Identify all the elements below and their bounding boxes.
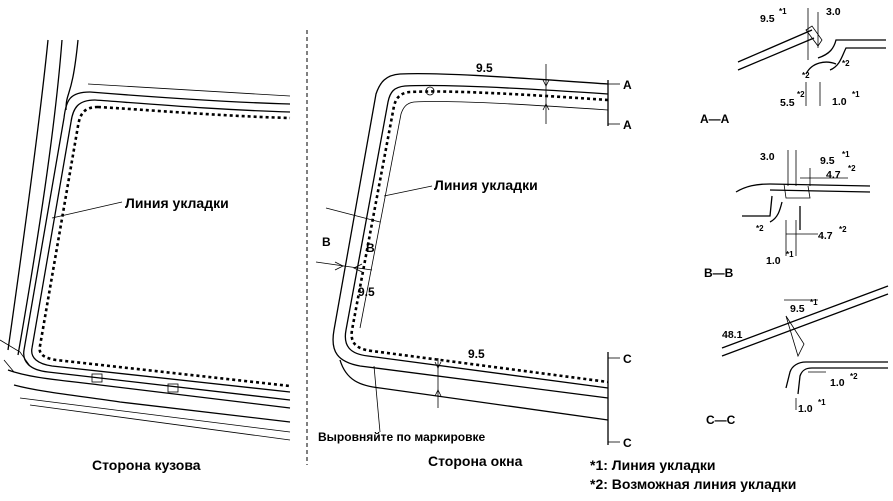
cut-a-bottom: A xyxy=(623,118,632,132)
aa-9-5: 9.5 xyxy=(760,13,775,25)
align-marking-label: Выровняйте по маркировке xyxy=(318,430,486,444)
legend-note1: *1: Линия укладки xyxy=(590,457,715,473)
bb-4-7b: 4.7 xyxy=(818,230,833,242)
window-installation-line-label: Линия укладки xyxy=(434,177,538,193)
cut-b-left: B xyxy=(322,235,331,249)
aa-1-0-note: *1 xyxy=(852,90,860,99)
bb-9-5-note: *1 xyxy=(842,150,850,159)
dim-side: 9.5 xyxy=(358,285,375,299)
cc-1-0a: 1.0 xyxy=(830,377,845,389)
bb-4-7b-note: *2 xyxy=(839,225,847,234)
cc-1-0a-note: *2 xyxy=(850,372,858,381)
section-b-b-label: B—B xyxy=(704,266,734,280)
bb-1-0: 1.0 xyxy=(766,255,781,267)
body-side-view xyxy=(0,39,291,441)
cut-a-top: A xyxy=(623,78,632,92)
body-side-caption: Сторона кузова xyxy=(92,457,201,473)
window-side-caption: Сторона окна xyxy=(428,453,523,469)
aa-3-0: 3.0 xyxy=(826,6,841,18)
section-c-c xyxy=(721,285,889,410)
bb-3-0: 3.0 xyxy=(760,151,775,163)
section-a-a-label: A—A xyxy=(700,112,730,126)
aa-9-5-note: *1 xyxy=(779,7,787,16)
cc-1-0b-note: *1 xyxy=(818,398,826,407)
cc-9-5-note: *1 xyxy=(810,298,818,307)
aa-5-5-note: *2 xyxy=(797,90,805,99)
bb-9-5: 9.5 xyxy=(820,155,835,167)
cut-b-right: B xyxy=(366,241,375,255)
section-b-b xyxy=(735,150,871,256)
cc-1-0b: 1.0 xyxy=(798,403,813,415)
cc-9-5: 9.5 xyxy=(790,303,805,315)
bb-4-7a-note: *2 xyxy=(848,164,856,173)
aa-5-5: 5.5 xyxy=(780,97,795,109)
body-installation-line-label: Линия укладки xyxy=(125,195,229,211)
legend-note2: *2: Возможная линия укладки xyxy=(590,476,796,492)
section-c-c-label: C—C xyxy=(706,413,736,427)
dim-top: 9.5 xyxy=(476,61,493,75)
section-a-a xyxy=(737,8,886,106)
cc-48-1: 48.1 xyxy=(722,329,743,341)
dim-bottom: 9.5 xyxy=(468,347,485,361)
aa-1-0: 1.0 xyxy=(832,96,847,108)
cut-c-top: C xyxy=(623,352,632,366)
aa-note2-a: *2 xyxy=(842,59,850,68)
cut-c-bottom: C xyxy=(623,436,632,450)
window-side-view xyxy=(315,64,620,445)
aa-note2-b: *2 xyxy=(802,71,810,80)
bb-1-0-note: *1 xyxy=(786,250,794,259)
bb-4-7a: 4.7 xyxy=(826,169,841,181)
bb-note2: *2 xyxy=(756,224,764,233)
